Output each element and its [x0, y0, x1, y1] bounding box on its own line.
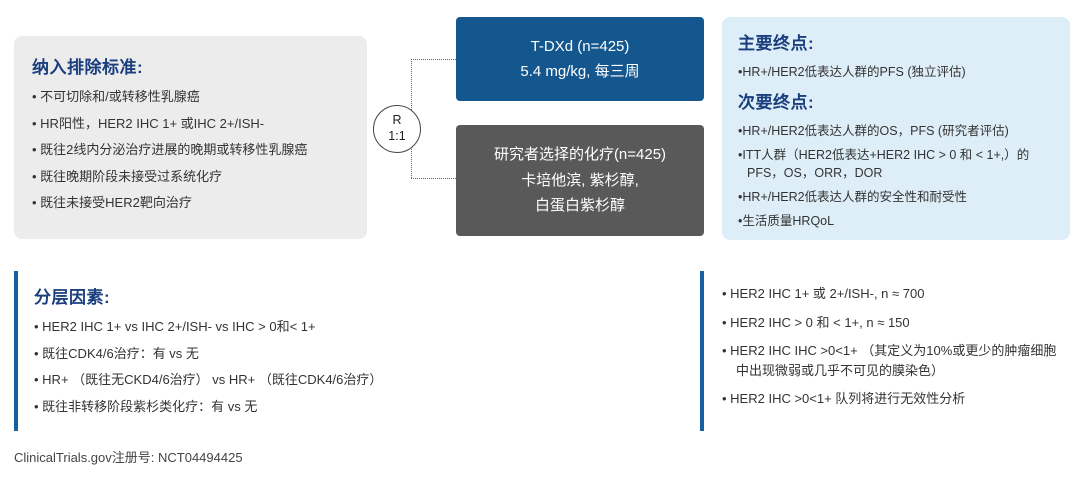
randomization-letter: R: [392, 113, 402, 128]
cohort-item: HER2 IHC 1+ 或 2+/ISH-, n ≈ 700: [722, 284, 1062, 304]
criteria-item: 既往2线内分泌治疗进展的晚期或转移性乳腺癌: [32, 140, 353, 160]
randomization-ratio: 1:1: [388, 129, 406, 143]
registry-note: ClinicalTrials.gov注册号: NCT04494425: [14, 450, 243, 465]
criteria-item: 不可切除和/或转移性乳腺癌: [32, 87, 353, 107]
cohort-list: HER2 IHC 1+ 或 2+/ISH-, n ≈ 700HER2 IHC >…: [722, 284, 1062, 409]
primary-endpoint-item: HR+/HER2低表达人群的PFS (独立评估): [738, 63, 1058, 82]
primary-endpoints-list: HR+/HER2低表达人群的PFS (独立评估): [738, 63, 1058, 82]
secondary-endpoints-list: HR+/HER2低表达人群的OS，PFS (研究者评估) ITT人群（HER2低表…: [738, 122, 1058, 231]
stratification-item: HER2 IHC 1+ vs IHC 2+/ISH- vs IHC > 0和< …: [34, 317, 477, 337]
stratification-title: 分层因素:: [34, 288, 111, 307]
secondary-endpoint-item: ITT人群（HER2低表达+HER2 IHC > 0 和 < 1+,）的PFS，…: [738, 146, 1058, 184]
secondary-endpoint-item: 生活质量HRQoL: [738, 212, 1058, 231]
connector-bottom-line: [411, 178, 456, 179]
arm-chemo-box: 研究者选择的化疗(n=425) 卡培他滨, 紫杉醇, 白蛋白紫杉醇: [456, 125, 704, 236]
arm-chemo-line1: 研究者选择的化疗(n=425): [493, 146, 667, 164]
cohort-item: HER2 IHC IHC >0<1+ （其定义为10%或更少的肿瘤细胞中出现微弱…: [722, 341, 1062, 380]
stratification-item: 既往非转移阶段紫杉类化疗：有 vs 无: [34, 397, 477, 417]
secondary-endpoint-item: HR+/HER2低表达人群的安全性和耐受性: [738, 188, 1058, 207]
criteria-item: 既往晚期阶段未接受过系统化疗: [32, 167, 353, 187]
randomization-circle: R 1:1: [373, 105, 421, 153]
criteria-item: HR阳性，HER2 IHC 1+ 或IHC 2+/ISH-: [32, 114, 353, 134]
stratification-panel: 分层因素: HER2 IHC 1+ vs IHC 2+/ISH- vs IHC …: [14, 271, 485, 431]
arm-tdxd-line1: T-DXd (n=425): [530, 37, 630, 55]
secondary-endpoints-title: 次要终点:: [738, 92, 815, 112]
primary-endpoints-title: 主要终点:: [738, 34, 815, 53]
cohort-panel: HER2 IHC 1+ 或 2+/ISH-, n ≈ 700HER2 IHC >…: [700, 271, 1070, 431]
connector-top-line: [411, 59, 456, 60]
stratification-item: 既往CDK4/6治疗：有 vs 无: [34, 344, 477, 364]
arm-tdxd-line2: 5.4 mg/kg, 每三周: [520, 63, 640, 80]
arm-chemo-line3: 白蛋白紫杉醇: [534, 197, 625, 215]
secondary-endpoint-item: HR+/HER2低表达人群的OS，PFS (研究者评估): [738, 122, 1058, 141]
endpoints-panel: 主要终点: HR+/HER2低表达人群的PFS (独立评估) 次要终点: HR+…: [722, 17, 1070, 240]
arm-chemo-line2: 卡培他滨, 紫杉醇,: [521, 171, 639, 189]
criteria-panel: 纳入排除标准: 不可切除和/或转移性乳腺癌 HR阳性，HER2 IHC 1+ 或I…: [14, 36, 367, 239]
criteria-list: 不可切除和/或转移性乳腺癌 HR阳性，HER2 IHC 1+ 或IHC 2+/IS…: [32, 87, 353, 213]
criteria-item: 既往未接受HER2靶向治疗: [32, 193, 353, 213]
cohort-item: HER2 IHC > 0 和 < 1+, n ≈ 150: [722, 313, 1062, 333]
arm-tdxd-box: T-DXd (n=425) 5.4 mg/kg, 每三周: [456, 17, 704, 101]
cohort-item: HER2 IHC >0<1+ 队列将进行无效性分析: [722, 389, 1062, 409]
criteria-title: 纳入排除标准:: [32, 58, 144, 77]
stratification-item: HR+ （既往无CKD4/6治疗） vs HR+ （既往CDK4/6治疗）: [34, 370, 477, 390]
stratification-list: HER2 IHC 1+ vs IHC 2+/ISH- vs IHC > 0和< …: [34, 317, 477, 416]
